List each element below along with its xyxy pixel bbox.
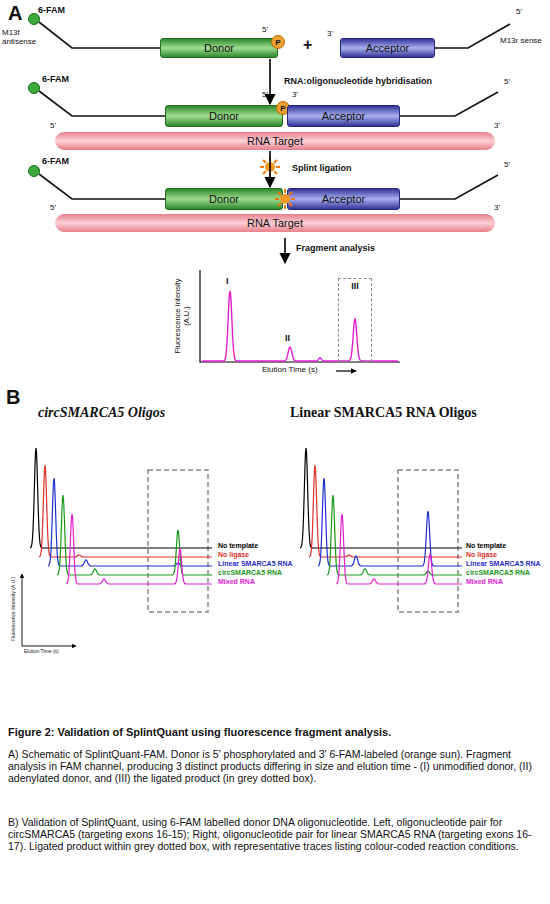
rna-target: RNA Target (55, 132, 495, 150)
acceptor-oligo: Acceptor (287, 188, 400, 210)
inset-axes (22, 574, 23, 646)
fam-dye (29, 83, 40, 94)
chromatogram-trace (336, 514, 462, 584)
chromatogram-trace (30, 448, 212, 548)
end-label: 5' (50, 203, 56, 212)
panel-letter: B (6, 386, 20, 409)
node-text: Acceptor (322, 110, 365, 122)
product-box: III (338, 278, 372, 362)
acceptor-oligo: Acceptor (287, 105, 400, 127)
axis-label: Fluorescence Intensity (A.U.) (174, 271, 191, 361)
trace-label: No ligase (466, 551, 497, 559)
oligo-tails (400, 175, 498, 199)
product-box (148, 470, 208, 612)
trace-label: circSMARCA5 RNA (218, 569, 282, 577)
end-label: 3' (494, 121, 500, 130)
chart-axes (200, 270, 400, 371)
donor-oligo: Donor (165, 188, 283, 210)
acceptor-oligo: Acceptor (340, 38, 435, 58)
chromatogram-trace (202, 291, 398, 361)
node-text: III (351, 281, 359, 291)
end-label: 5' (50, 121, 56, 130)
trace-label: No ligase (218, 551, 249, 559)
caption-text: B) Validation of SplintQuant, using 6-FA… (8, 816, 542, 852)
phosphate-circle: P (271, 35, 285, 49)
plus-sign: + (303, 36, 312, 54)
axis-label: Elution Time (s) (262, 365, 318, 374)
peak-label: I (226, 276, 229, 286)
oligo-tails (39, 22, 510, 199)
node-text: Donor (204, 42, 234, 54)
oligo-tails (39, 174, 165, 199)
fam-dye (29, 14, 40, 25)
trace-label: circSMARCA5 RNA (466, 569, 530, 577)
chart-axes (336, 370, 356, 371)
panel-letter: A (8, 2, 22, 25)
product-box (148, 470, 458, 612)
chromatogram-trace (57, 495, 212, 575)
sun-disc (280, 194, 290, 204)
oligo-tails (400, 92, 498, 116)
node-text: RNA Target (247, 217, 303, 229)
step-label: Splint ligation (292, 163, 352, 173)
axis-label: Fluorescence Intensity (A.U.) (11, 572, 17, 646)
primer-label: M13f antisense (2, 28, 44, 46)
figure-caption: Figure 2: Validation of SplintQuant usin… (8, 726, 542, 739)
trace-label: Linear SMARCA5 RNA (218, 560, 293, 568)
node-text: P (275, 38, 280, 47)
trace-label: Mixed RNA (218, 578, 255, 586)
trace-label: No template (466, 542, 506, 550)
oligo-tails (39, 91, 165, 116)
end-label: 3' (327, 29, 333, 38)
dye-label: 6-FAM (42, 156, 69, 166)
chromatogram-trace (327, 495, 462, 575)
step-label: RNA:oligonucleotide hybridisation (284, 76, 432, 86)
donor-oligo: Donor (160, 38, 278, 58)
panel-title: circSMARCA5 Oligos (38, 405, 165, 421)
inset-axes (22, 574, 76, 646)
dye-label: 6-FAM (42, 74, 69, 84)
process-arrow (284, 238, 286, 263)
product-box (398, 470, 458, 612)
end-label: 3' (292, 90, 298, 99)
caption-text: A) Schematic of SplintQuant-FAM. Donor i… (8, 748, 542, 784)
trace-label: Linear SMARCA5 RNA (466, 560, 541, 568)
panel-title: Linear SMARCA5 RNA Oligos (290, 405, 477, 421)
chromatogram-trace (300, 448, 462, 548)
fam-dye (29, 166, 40, 177)
end-label: 5' (262, 25, 268, 34)
dye-label: 6-FAM (38, 5, 65, 15)
trace-label: Mixed RNA (466, 578, 503, 586)
oligo-tails (435, 24, 510, 48)
end-label: 5' (504, 77, 510, 86)
peak-label: II (285, 333, 290, 343)
process-arrow (269, 151, 271, 187)
inset-axes (22, 646, 76, 647)
sun-rays (275, 189, 295, 209)
primer-label: M13r sense (500, 36, 546, 45)
step-label: Fragment analysis (296, 243, 375, 253)
node-text: Donor (209, 110, 239, 122)
chromatogram-trace (66, 514, 212, 584)
axis-label: Elution Time (s) (24, 649, 59, 655)
process-arrow (269, 59, 271, 104)
node-text: RNA Target (247, 135, 303, 147)
end-label: 5' (262, 90, 268, 99)
end-label: 5' (504, 160, 510, 169)
trace-group (30, 448, 462, 584)
node-text: Acceptor (366, 42, 409, 54)
oligo-tails (39, 22, 160, 48)
end-label: 5' (516, 7, 522, 16)
rna-target: RNA Target (55, 214, 495, 232)
end-label: 3' (494, 203, 500, 212)
node-text: Acceptor (322, 193, 365, 205)
donor-oligo: Donor (165, 105, 283, 127)
ligase-sun (275, 189, 295, 209)
chart-axes (200, 270, 400, 362)
trace-label: No template (218, 542, 258, 550)
node-text: Donor (209, 193, 239, 205)
node-text: P (280, 104, 285, 113)
